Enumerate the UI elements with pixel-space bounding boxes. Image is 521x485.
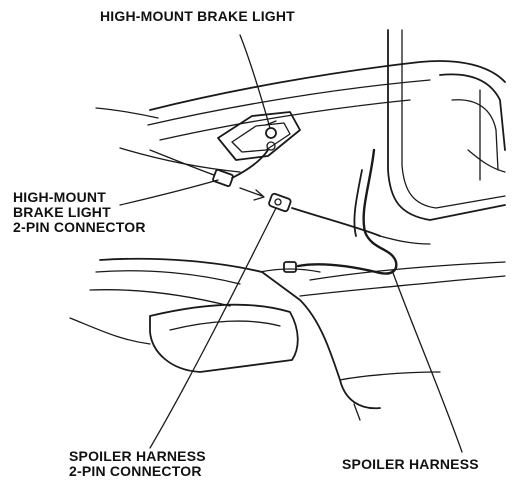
leader-brake-light [239, 34, 271, 129]
mating-arrow [239, 187, 265, 201]
leader-spoiler-harness [391, 269, 463, 453]
label-high-mount-connector-line-1: HIGH-MOUNT [13, 189, 106, 205]
leader-high-mount-connector [119, 179, 219, 206]
label-spoiler-harness-connector: SPOILER HARNESS 2-PIN CONNECTOR [69, 449, 206, 479]
label-high-mount-connector: HIGH-MOUNT BRAKE LIGHT 2-PIN CONNECTOR [13, 190, 146, 235]
label-spoiler-harness-text: SPOILER HARNESS [342, 456, 479, 472]
label-high-mount-connector-line-2: BRAKE LIGHT [13, 204, 111, 220]
spoiler-body [69, 257, 506, 421]
label-spoiler-harness-connector-line-1: SPOILER HARNESS [69, 448, 206, 464]
spoiler-harness-cable [283, 148, 431, 275]
spoiler-harness-connector [268, 192, 381, 237]
label-high-mount-brake-light-text: HIGH-MOUNT BRAKE LIGHT [100, 8, 295, 24]
brake-light-connector [149, 149, 269, 188]
label-spoiler-harness: SPOILER HARNESS [342, 457, 479, 472]
label-high-mount-connector-line-3: 2-PIN CONNECTOR [13, 219, 146, 235]
label-spoiler-harness-connector-line-2: 2-PIN CONNECTOR [69, 463, 202, 479]
label-high-mount-brake-light: HIGH-MOUNT BRAKE LIGHT [100, 9, 295, 24]
tailgate-frame [387, 29, 506, 221]
brake-light-housing [217, 111, 301, 161]
leader-spoiler-connector [149, 207, 277, 449]
trunk-lid-outline [95, 60, 506, 173]
